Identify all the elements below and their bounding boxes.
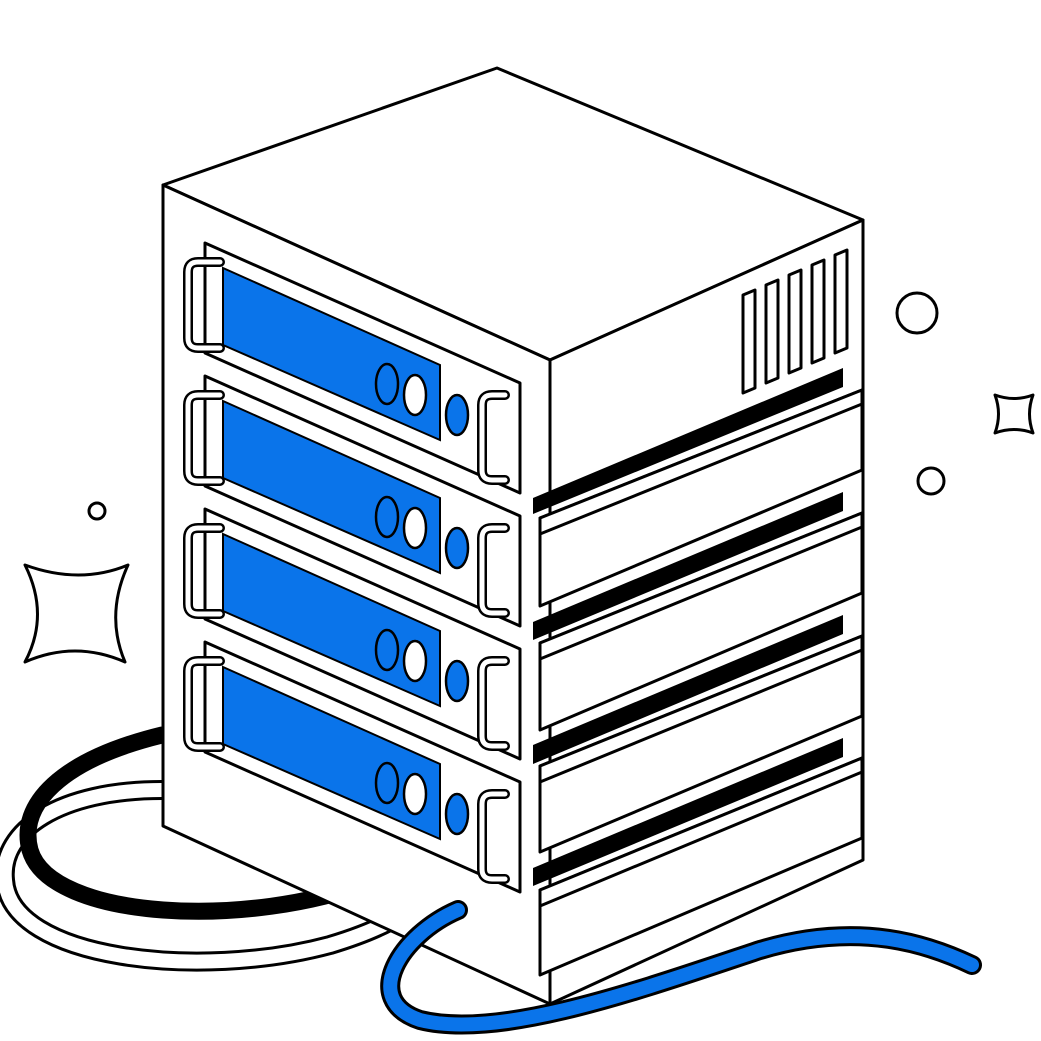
side-drawer-3	[533, 615, 864, 854]
indicator-light	[374, 362, 400, 406]
black-cable	[19, 726, 384, 920]
vent-slots	[741, 248, 849, 395]
server-unit-1	[183, 241, 522, 495]
circle-icon	[895, 291, 939, 335]
circle-icon	[916, 466, 946, 496]
server-unit-4	[183, 640, 522, 894]
indicator-light	[444, 792, 470, 836]
white-cable	[0, 780, 430, 972]
indicator-light	[402, 373, 428, 417]
side-drawer-1	[533, 368, 864, 608]
blue-cable	[380, 900, 982, 1035]
indicator-light	[374, 628, 400, 672]
indicator-light	[402, 772, 428, 816]
sparkle-icon	[23, 563, 130, 664]
circle-icon	[87, 501, 107, 521]
indicator-light	[444, 526, 470, 570]
side-drawer-4	[533, 738, 864, 977]
indicator-light	[374, 495, 400, 539]
indicator-light	[402, 639, 428, 683]
indicator-light	[374, 761, 400, 805]
indicator-light	[444, 393, 470, 437]
server-unit-2	[183, 374, 522, 628]
side-drawer-2	[533, 492, 864, 732]
indicator-light	[444, 659, 470, 703]
indicator-light	[402, 506, 428, 550]
server-rack	[161, 66, 865, 1006]
sparkle-icon	[993, 393, 1035, 435]
server-unit-3	[183, 507, 522, 761]
